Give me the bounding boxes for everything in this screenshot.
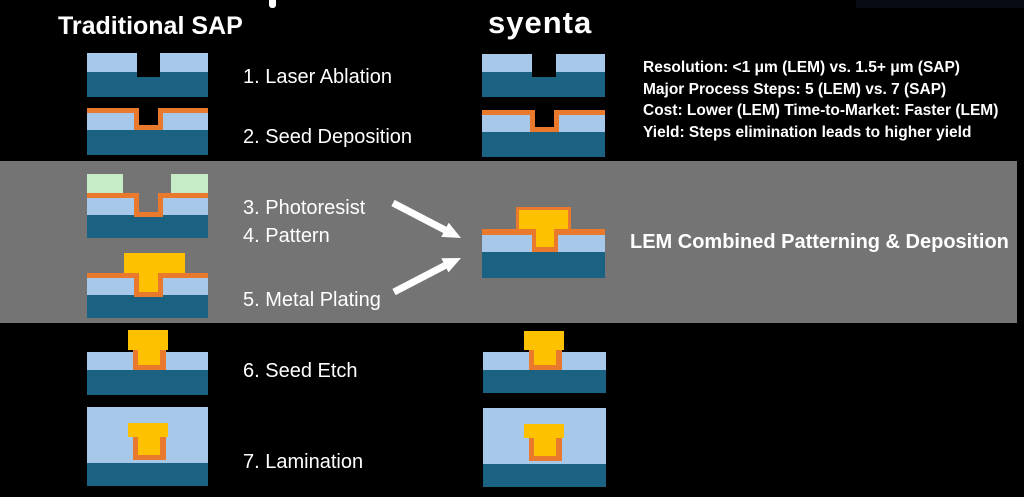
embedded-metal-stem [534, 424, 556, 456]
traditional-sap-title: Traditional SAP [58, 12, 243, 40]
photoresist-block-left [87, 174, 123, 193]
photoresist-block-right [171, 174, 208, 193]
substrate-layer [87, 295, 208, 318]
step-label-seed-deposition: 2. Seed Deposition [243, 126, 413, 148]
substrate-layer [87, 370, 208, 395]
sap-photoresist-pattern-diagram [87, 174, 208, 238]
lem-seed-deposition-diagram [482, 110, 605, 157]
lem-laser-ablation-diagram [482, 54, 605, 97]
lem-seed-etch-diagram [483, 331, 606, 393]
comparison-stats: Resolution: <1 μm (LEM) vs. 1.5+ μm (SAP… [643, 57, 998, 143]
embedded-metal-stem [138, 423, 160, 455]
stat-cost-ttm: Cost: Lower (LEM) Time-to-Market: Faster… [643, 102, 999, 119]
lem-combined-patterning-deposition-diagram [482, 207, 605, 278]
step-label-seed-etch: 6. Seed Etch [243, 360, 358, 382]
substrate-layer [87, 215, 208, 238]
substrate-layer [482, 132, 605, 157]
step-label-pattern: 4. Pattern [243, 225, 330, 247]
top-right-accent-strip [856, 0, 1024, 8]
sap-seed-deposition-diagram [87, 108, 208, 155]
arrow-right-down-icon [391, 199, 461, 238]
open-trench [139, 193, 158, 212]
open-trench [535, 110, 554, 127]
substrate-layer [483, 370, 606, 393]
sap-seed-etch-diagram [87, 330, 208, 395]
substrate-layer [87, 130, 208, 155]
sap-metal-plating-diagram [87, 253, 208, 318]
arrow-right-up-icon [392, 258, 461, 296]
metal-stem [138, 330, 160, 365]
syenta-logo: syenta [488, 5, 593, 40]
metal-stem [534, 331, 556, 365]
stat-process-steps: Major Process Steps: 5 (LEM) vs. 7 (SAP) [643, 80, 947, 98]
step-label-photoresist: 3. Photoresist [243, 197, 366, 219]
metal-stem [536, 210, 554, 247]
cropped-title-fragment [269, 0, 276, 8]
ablated-trench [532, 54, 556, 77]
lem-combined-label: LEM Combined Patterning & Deposition [630, 231, 1009, 253]
plated-metal-stem [139, 253, 158, 292]
stat-yield: Yield: Steps elimination leads to higher… [643, 123, 972, 141]
sap-laser-ablation-diagram [87, 53, 208, 97]
substrate-layer [482, 252, 605, 278]
ablated-trench [137, 53, 160, 77]
sap-lamination-diagram [87, 407, 208, 486]
step-label-metal-plating: 5. Metal Plating [243, 289, 381, 311]
stat-resolution: Resolution: <1 μm (LEM) vs. 1.5+ μm (SAP… [643, 59, 960, 76]
substrate-layer [87, 463, 208, 486]
merge-arrows [391, 199, 461, 296]
step-label-lamination: 7. Lamination [243, 451, 364, 473]
lem-lamination-diagram [483, 408, 606, 487]
step-label-laser-ablation: 1. Laser Ablation [243, 66, 392, 88]
open-trench [139, 108, 158, 125]
substrate-layer [483, 464, 606, 487]
